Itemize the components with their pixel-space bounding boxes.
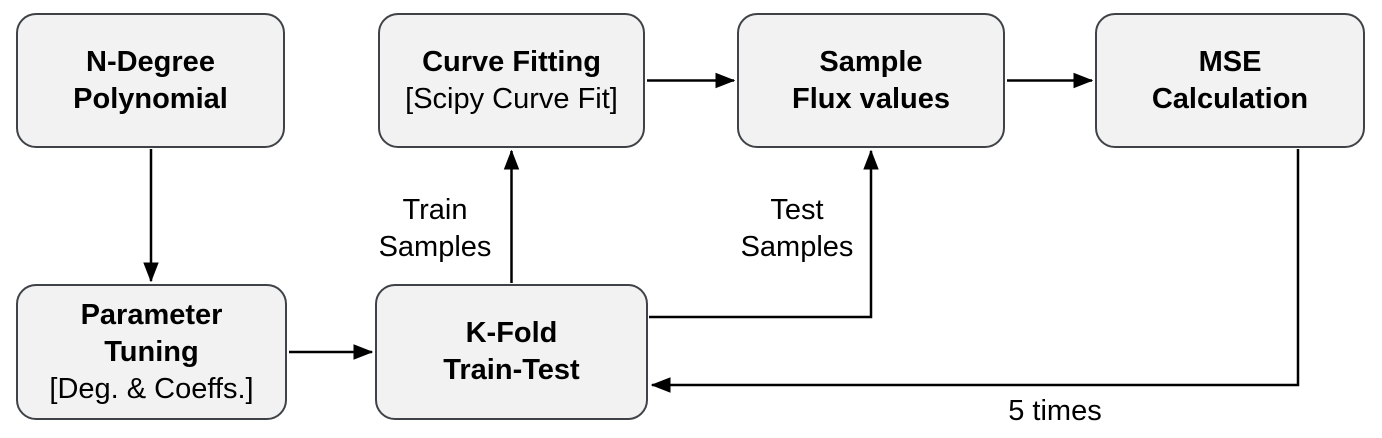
node-parameter-tuning: Parameter Tuning [Deg. & Coeffs.] xyxy=(16,284,287,420)
node-k-fold-train-test: K-Fold Train-Test xyxy=(375,284,648,420)
node-subtitle: [Scipy Curve Fit] xyxy=(405,82,618,115)
node-title: MSE Calculation xyxy=(1151,45,1309,115)
node-subtitle: [Deg. & Coeffs.] xyxy=(49,372,254,405)
node-title: Sample Flux values xyxy=(792,45,950,115)
arrow-mse-loop-to-kfold xyxy=(652,149,1300,385)
node-mse-calculation: MSE Calculation xyxy=(1095,13,1365,148)
node-curve-fitting: Curve Fitting [Scipy Curve Fit] xyxy=(378,13,645,148)
node-title: N-Degree Polynomial xyxy=(73,45,228,115)
node-title: Parameter Tuning xyxy=(80,298,223,368)
node-title: K-Fold Train-Test xyxy=(443,317,580,386)
edge-label-train-samples: Train Samples xyxy=(378,194,492,263)
node-sample-flux-values: Sample Flux values xyxy=(737,13,1005,148)
edge-label-5-times: 5 times xyxy=(1008,395,1102,427)
edge-label-test-samples: Test Samples xyxy=(740,194,854,263)
node-title: Curve Fitting xyxy=(422,45,601,78)
node-n-degree-polynomial: N-Degree Polynomial xyxy=(16,13,285,148)
